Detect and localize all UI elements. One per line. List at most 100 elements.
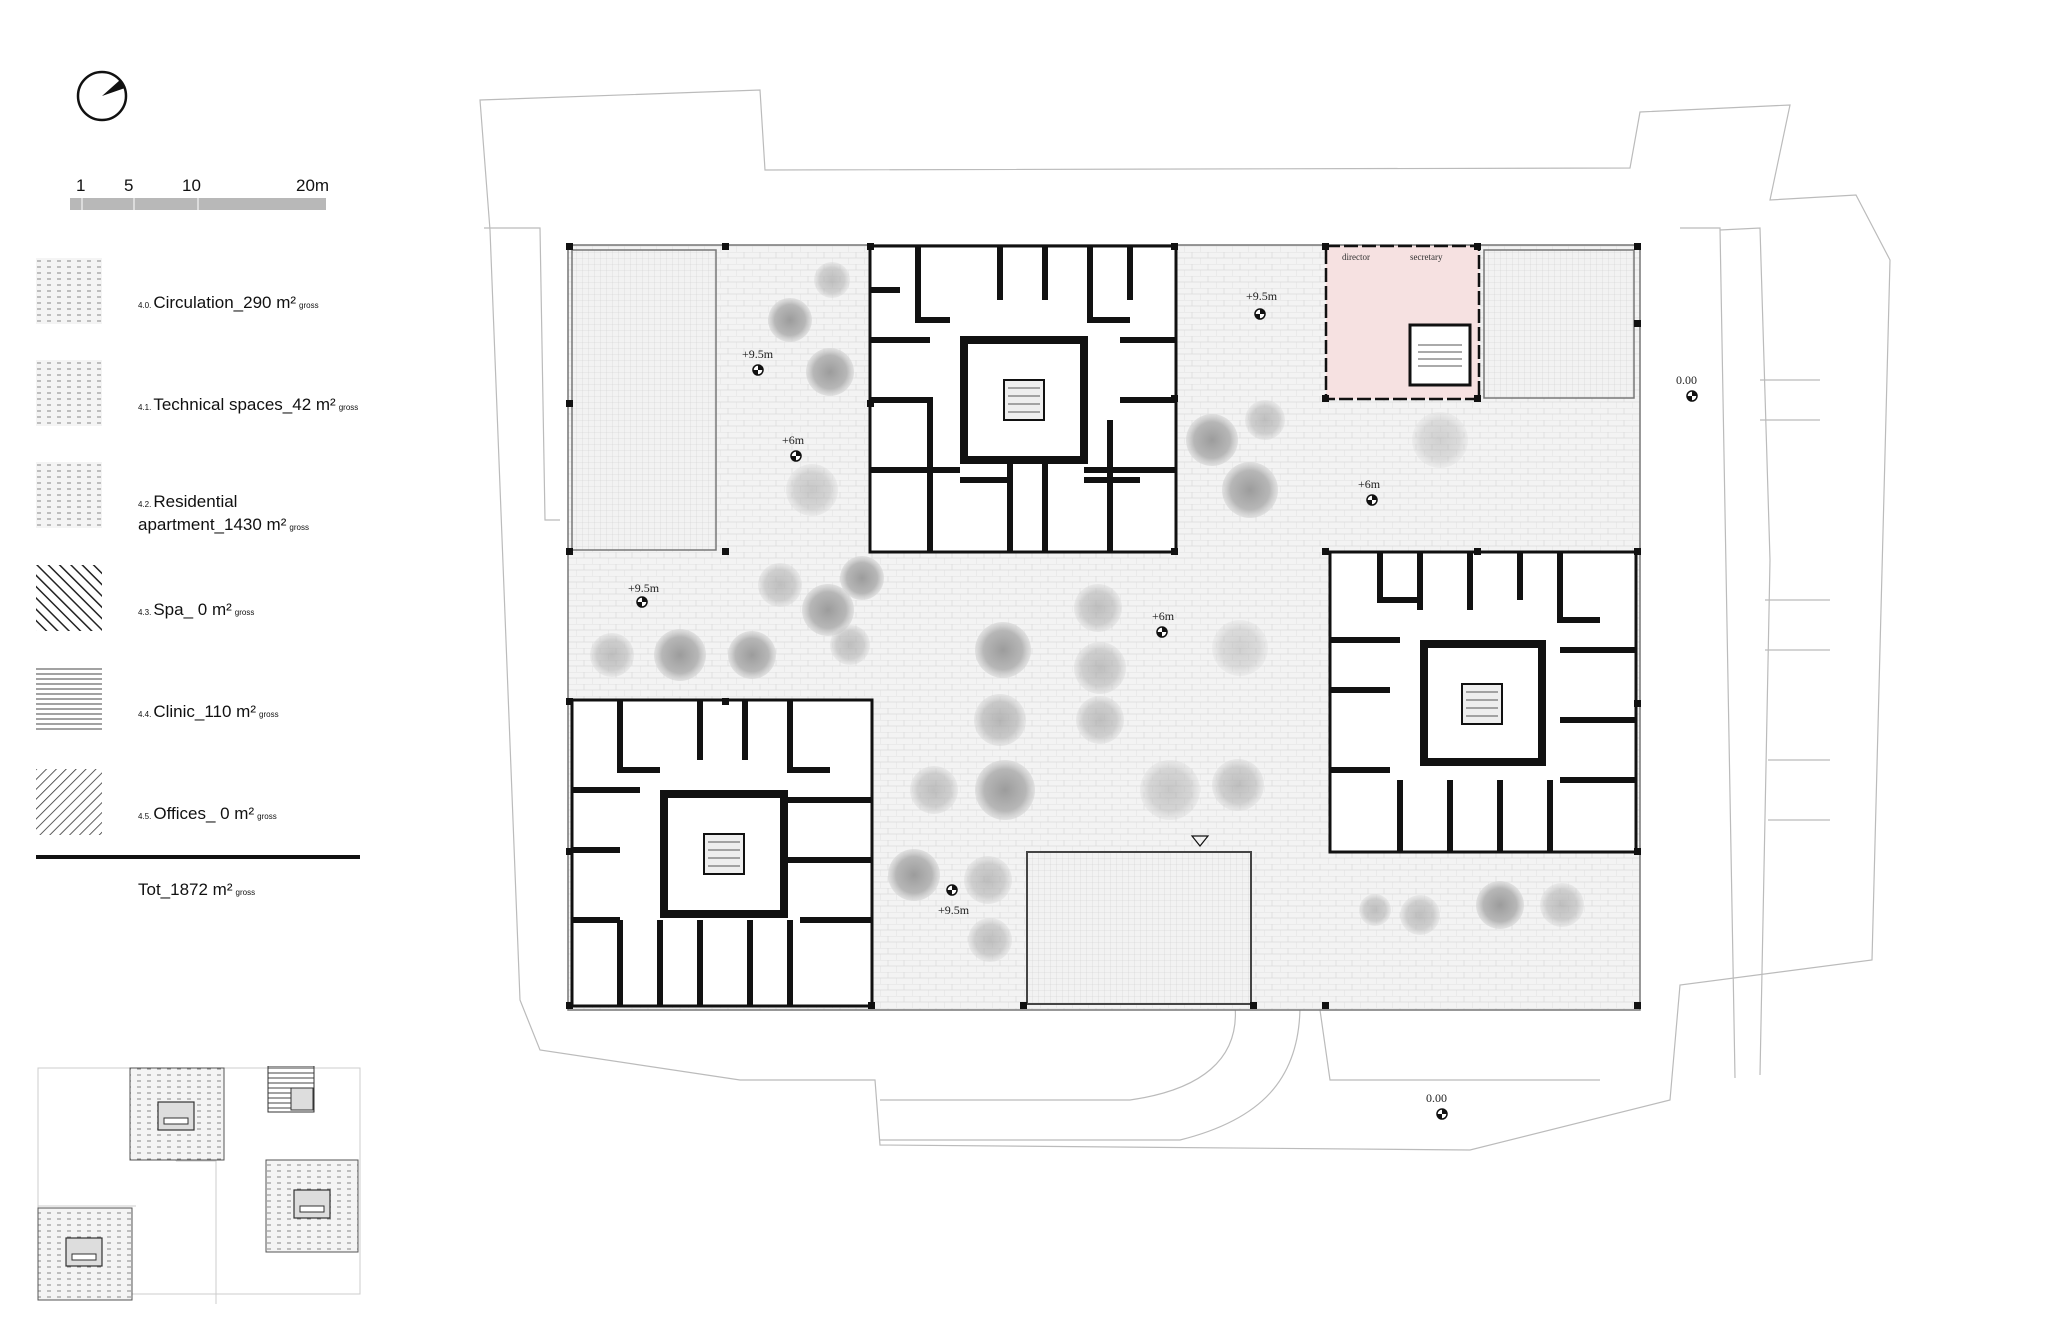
tree: [968, 918, 1012, 962]
legend-label: Spa_ 0 m²: [153, 600, 232, 619]
legend-sub: gross: [289, 523, 309, 532]
tree: [590, 633, 634, 677]
level-markers: +9.5m +6m +9.5m +6m +9.5m +6m +9.5m 0.00…: [628, 289, 1697, 1105]
level-label: +6m: [782, 433, 805, 447]
legend-num: 4.1.: [138, 403, 152, 412]
level-marker-icon: [1254, 308, 1266, 320]
tree: [974, 694, 1026, 746]
tree: [786, 464, 838, 516]
swatch-clinic: [36, 667, 102, 733]
legend-sub: gross: [259, 710, 279, 719]
level-label: +6m: [1152, 609, 1175, 623]
level-label: +9.5m: [628, 581, 660, 595]
legend-num: 4.5.: [138, 812, 152, 821]
level-marker-icon: [636, 596, 648, 608]
floor-plan: director secretary: [479, 89, 1891, 1151]
legend-divider: [36, 855, 360, 859]
swatch-offices: [36, 769, 102, 835]
block-east: [1328, 550, 1638, 854]
tree: [1212, 759, 1264, 811]
tree: [814, 262, 850, 298]
total-sub: gross: [235, 888, 256, 897]
legend-num: 4.0.: [138, 301, 152, 310]
legend-label: Technical spaces_42 m²: [153, 395, 336, 414]
room-secretary: secretary: [1410, 252, 1443, 262]
tree: [840, 556, 884, 600]
level-label: +9.5m: [938, 903, 970, 917]
block-southwest: [570, 698, 874, 1008]
terrace-south: [1026, 851, 1252, 1005]
level-label: +9.5m: [1246, 289, 1278, 303]
level-marker-icon: [1156, 626, 1168, 638]
legend-sub: gross: [338, 403, 359, 412]
tree: [768, 298, 812, 342]
entrance-marker-icon: [1190, 835, 1210, 847]
legend-num: 4.4.: [138, 710, 152, 719]
legend-label: Offices_ 0 m²: [153, 804, 255, 823]
level-marker-icon: [1366, 494, 1378, 506]
tree: [758, 563, 802, 607]
tree: [1140, 760, 1200, 820]
terrace-northeast: [1483, 249, 1635, 399]
tree: [910, 766, 958, 814]
tree: [654, 629, 706, 681]
level-marker-icon: [752, 364, 764, 376]
level-marker-icon: [946, 884, 958, 896]
tree: [964, 856, 1012, 904]
tree: [1074, 642, 1126, 694]
legend-sub: gross: [299, 301, 319, 310]
tree: [888, 849, 940, 901]
legend-label: Circulation_290 m²: [153, 293, 297, 312]
tree: [806, 348, 854, 396]
legend-label: Residential: [153, 492, 238, 511]
tree: [1400, 895, 1440, 935]
tree: [975, 760, 1035, 820]
tree: [830, 625, 870, 665]
key-plan: [37, 1066, 361, 1304]
level-marker-icon: [790, 450, 802, 462]
level-marker-icon: [1436, 1108, 1448, 1120]
level-label: +6m: [1358, 477, 1381, 491]
tree: [975, 622, 1031, 678]
level-label: +9.5m: [742, 347, 774, 361]
tree: [802, 584, 854, 636]
tree: [1222, 462, 1278, 518]
columns: [566, 243, 1641, 1009]
tree: [1359, 894, 1391, 926]
level-label: 0.00: [1426, 1091, 1447, 1105]
legend-num: 4.3.: [138, 608, 152, 617]
level-marker-icon: [1686, 390, 1698, 402]
north-arrow-icon: [76, 70, 128, 122]
terrace-west: [571, 249, 717, 551]
tree: [1412, 412, 1468, 468]
swatch-circulation: [36, 258, 102, 324]
total-label: Tot_1872 m²: [138, 880, 233, 899]
tree: [1186, 414, 1238, 466]
legend-label-2: apartment_1430 m²: [138, 515, 287, 534]
scale-bar-graphic: [70, 198, 326, 210]
scale-label-1: 1: [76, 176, 86, 195]
tree: [1245, 400, 1285, 440]
swatch-residential: [36, 462, 102, 528]
legend-sub: gross: [257, 812, 277, 821]
tree: [1074, 584, 1122, 632]
block-north: [868, 244, 1178, 554]
site-boundary: [479, 89, 1891, 1151]
legend-label: Clinic_110 m²: [153, 702, 257, 721]
level-marker-icons: [636, 308, 1698, 1120]
legend-num: 4.2.: [138, 500, 152, 509]
room-director: director: [1342, 252, 1370, 262]
tree: [1076, 696, 1124, 744]
tree: [1540, 883, 1584, 927]
legend-sub: gross: [234, 608, 255, 617]
swatch-spa: [36, 565, 102, 631]
level-label: 0.00: [1676, 373, 1697, 387]
office-core: [1408, 323, 1472, 387]
swatch-technical: [36, 360, 102, 426]
